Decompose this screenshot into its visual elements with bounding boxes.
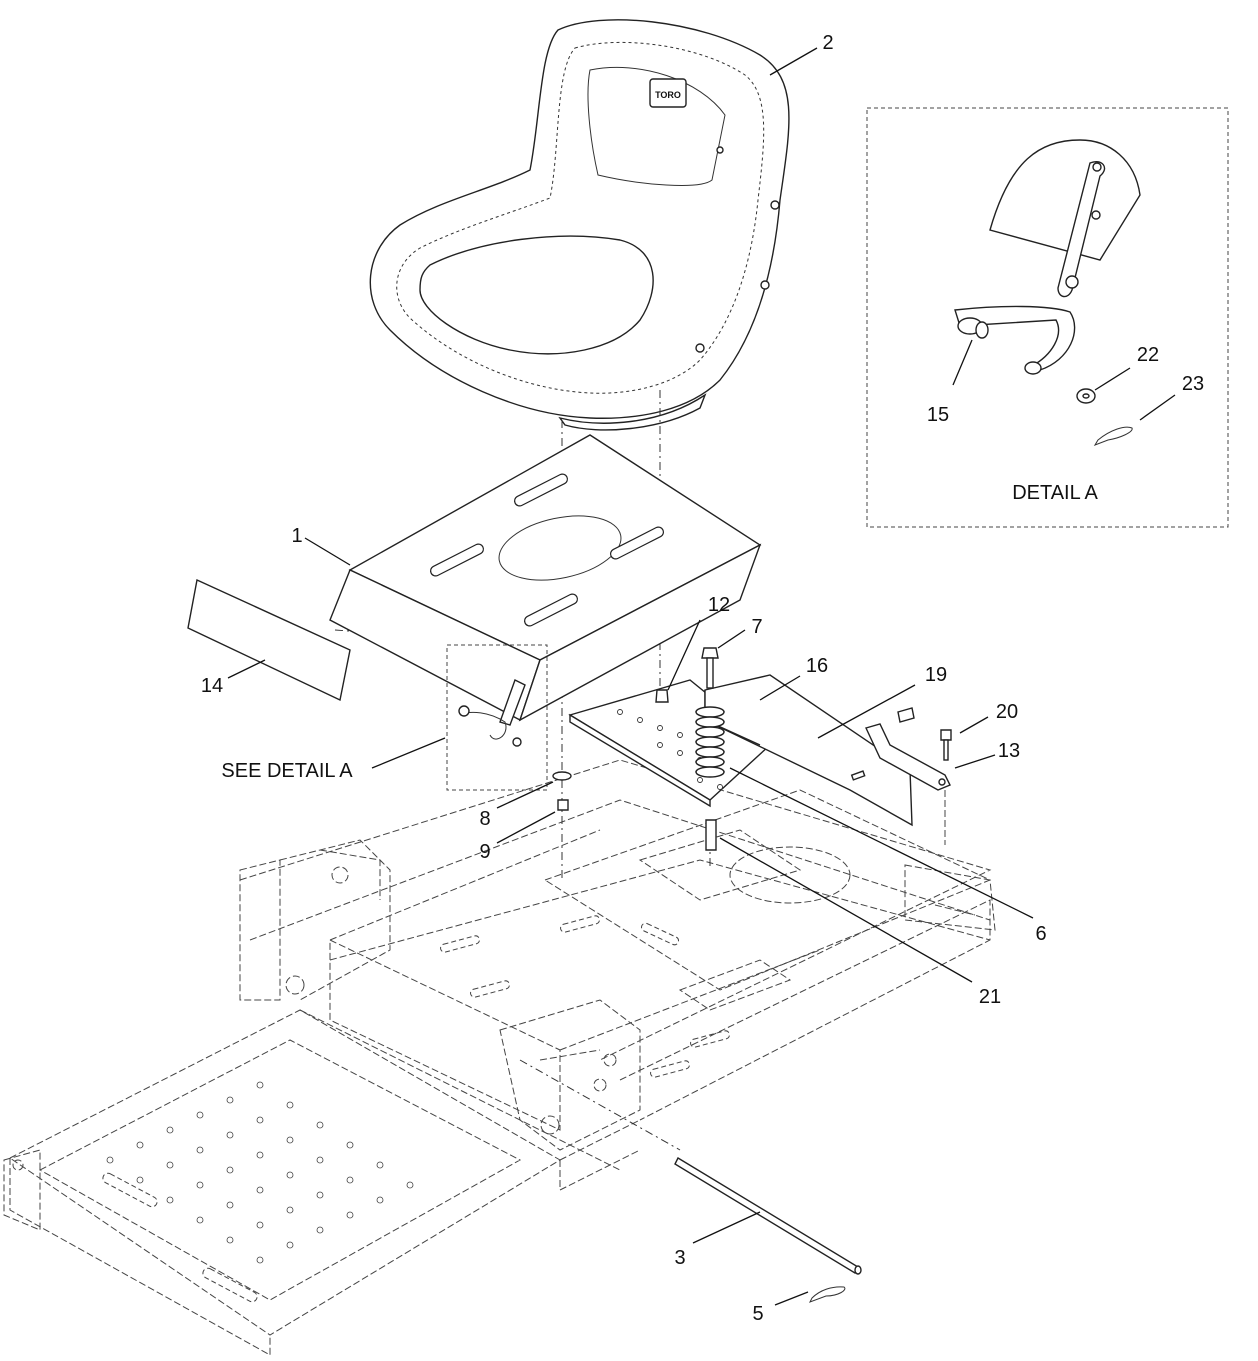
callout-16: 16: [806, 655, 828, 677]
callout-3: 3: [674, 1247, 685, 1269]
callout-21: 21: [979, 986, 1001, 1008]
callout-23: 23: [1182, 373, 1204, 395]
leader-lines: [227, 47, 1176, 1306]
callout-5: 5: [752, 1303, 763, 1325]
spring: [695, 706, 725, 778]
callout-14: 14: [201, 675, 223, 697]
callout-8: 8: [479, 808, 490, 830]
footrest-holes: [106, 1081, 414, 1264]
pivot-rod: [674, 1157, 862, 1275]
callout-22: 22: [1137, 344, 1159, 366]
detail-a-box: [866, 107, 1229, 528]
callout-7: 7: [751, 616, 762, 638]
detail-a-reference-box: [446, 644, 548, 791]
callout-labels: 2 1 14 SEE DETAIL A 12 7 16 19 20 13 8 9…: [201, 32, 1204, 1325]
callout-12: 12: [708, 594, 730, 616]
seat-logo: TORO: [655, 90, 681, 100]
detail-a-title: DETAIL A: [1012, 482, 1098, 504]
seat: TORO: [369, 19, 790, 431]
callout-19: 19: [925, 664, 947, 686]
seat-latch-small: [458, 679, 526, 747]
callout-2: 2: [822, 32, 833, 54]
callout-9: 9: [479, 841, 490, 863]
callout-6: 6: [1035, 923, 1046, 945]
callout-1: 1: [291, 525, 302, 547]
callout-20: 20: [996, 701, 1018, 723]
bracket: [865, 723, 951, 845]
hardware: [552, 647, 952, 851]
detail-a-seat-latch: [954, 139, 1141, 446]
callout-13: 13: [998, 740, 1020, 762]
mower-frame: [3, 759, 996, 1356]
hairpin-cotter-5: [808, 1286, 846, 1303]
seat-pan: [329, 434, 762, 722]
callout-15: 15: [927, 404, 949, 426]
see-detail-a-label: SEE DETAIL A: [221, 760, 353, 782]
decal: [187, 578, 351, 702]
